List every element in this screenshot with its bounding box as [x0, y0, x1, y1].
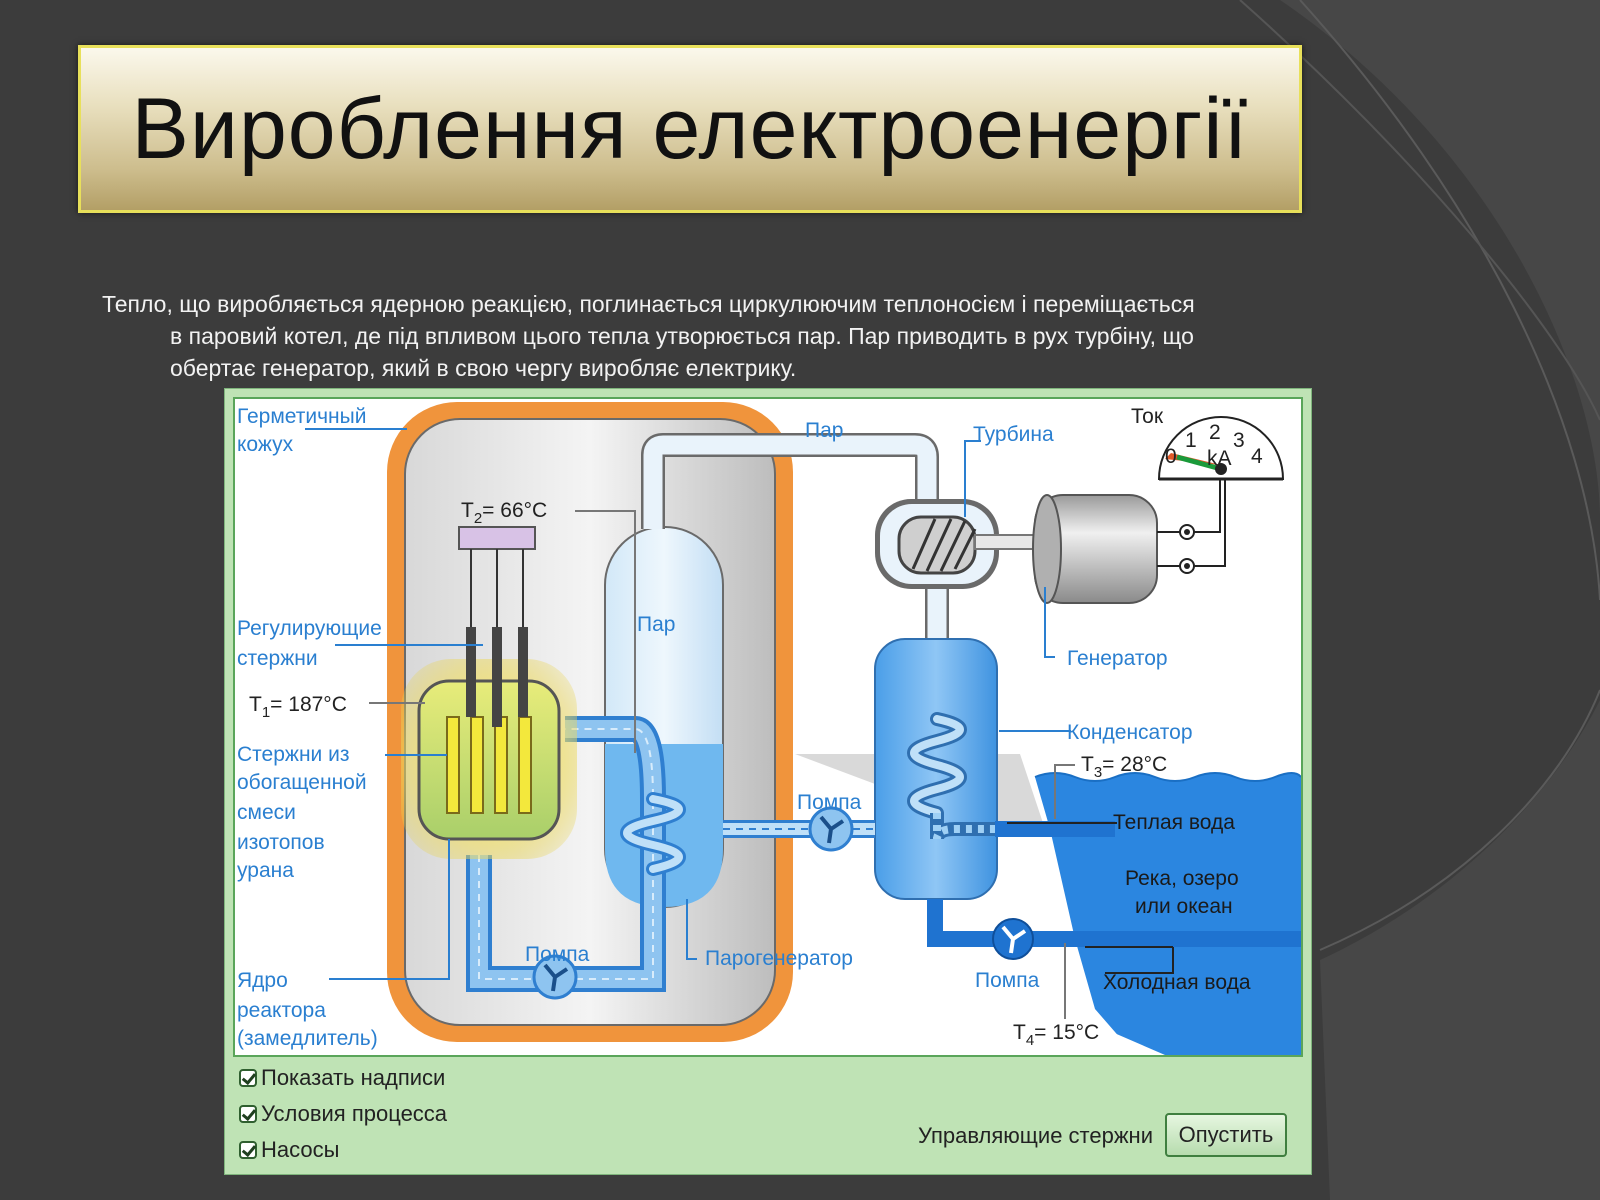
reactor-core [417, 679, 561, 841]
slide-title: Вироблення електроенергії [131, 80, 1249, 177]
body-paragraph: Тепло, що виробляється ядерною реакцією,… [102, 288, 1392, 384]
npp-simulation-panel: Герметичный кожух Регулирующие стержни T… [224, 388, 1312, 1175]
ammeter [1157, 416, 1285, 480]
process-conditions-checkbox[interactable]: Условия процесса [239, 1101, 447, 1127]
control-rod-drive [458, 526, 536, 550]
show-labels-text: Показать надписи [261, 1065, 446, 1090]
title-box: Вироблення електроенергії [78, 45, 1302, 213]
control-rods-label: Управляющие стержни [918, 1123, 1153, 1148]
pumps-text: Насосы [261, 1137, 340, 1162]
checkbox-checked-icon[interactable] [239, 1069, 257, 1087]
simulation-controls: Показать надписи Условия процесса Насосы… [233, 1061, 1303, 1171]
body-line-3: обертає генератор, який в свою чергу вир… [170, 355, 797, 381]
show-labels-checkbox[interactable]: Показать надписи [239, 1065, 445, 1091]
checkbox-checked-icon[interactable] [239, 1141, 257, 1159]
body-line-1: Тепло, що виробляється ядерною реакцією,… [102, 291, 1195, 317]
plant-diagram [305, 402, 1301, 1055]
body-line-2: в паровий котел, де під впливом цього те… [170, 323, 1194, 349]
river-water [1035, 773, 1301, 1055]
pumps-checkbox[interactable]: Насосы [239, 1137, 339, 1163]
lower-rods-button[interactable]: Опустить [1165, 1113, 1287, 1157]
process-conditions-text: Условия процесса [261, 1101, 448, 1126]
checkbox-checked-icon[interactable] [239, 1105, 257, 1123]
plant-diagram-canvas: Герметичный кожух Регулирующие стержни T… [233, 397, 1303, 1057]
